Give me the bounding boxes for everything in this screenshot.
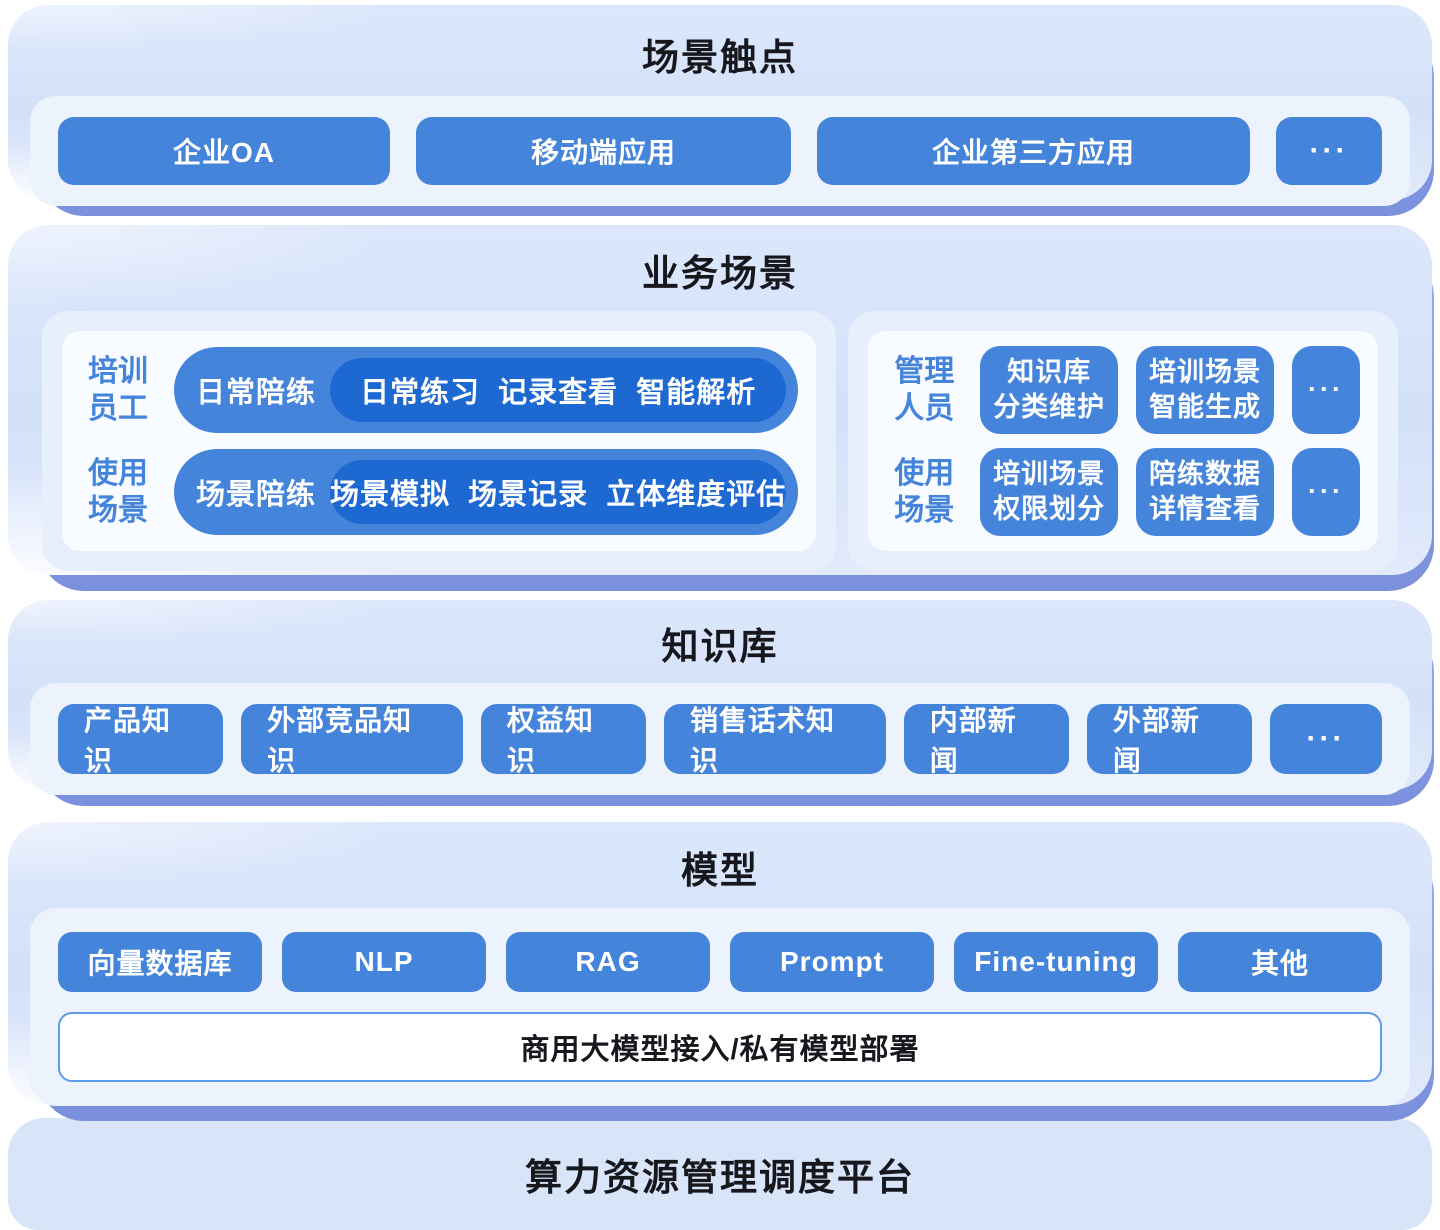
- scene-sparring-pill: 场景陪练 场景模拟 场景记录 立体维度评估: [174, 449, 799, 535]
- scene-permission-button: 培训场景 权限划分: [980, 448, 1119, 536]
- touchpoint-enterprise-oa: 企业OA: [58, 117, 390, 185]
- model-access-bar: 商用大模型接入/私有模型部署: [58, 1012, 1382, 1082]
- daily-sparring-pill: 日常陪练 日常练习 记录查看 智能解析: [174, 347, 799, 433]
- sparring-data-detail-button: 陪练数据 详情查看: [1136, 448, 1274, 536]
- prompt-button: Prompt: [730, 932, 934, 992]
- training-scene-generation-button: 培训场景 智能生成: [1136, 346, 1274, 434]
- employee-scenarios-inner: 培训 员工 日常陪练 日常练习 记录查看 智能解析 使用 场景 场景陪练 场景模…: [62, 331, 817, 551]
- knowledge-title: 知识库: [661, 626, 779, 667]
- internal-news-button: 内部新闻: [903, 704, 1069, 776]
- usage-row-label: 使用 场景: [88, 456, 148, 528]
- business-card: 业务场景 培训 员工 日常陪练 日常练习 记录查看 智能解析 使用 场景 场: [8, 225, 1432, 575]
- manager-more-ellipsis: ···: [1292, 346, 1360, 434]
- model-title: 模型: [681, 850, 759, 891]
- employee-scenarios-subpanel: 培训 员工 日常陪练 日常练习 记录查看 智能解析 使用 场景 场景陪练 场景模…: [42, 311, 837, 571]
- daily-sparring-items: 日常练习 记录查看 智能解析: [330, 358, 787, 422]
- other-model-button: 其他: [1178, 932, 1382, 992]
- manager-scenarios-inner: 管理 人员 知识库 分类维护 培训场景 智能生成 ··· 使用 场景 培训场景 …: [868, 331, 1378, 551]
- scene-sparring-row: 使用 场景 场景陪练 场景模拟 场景记录 立体维度评估: [80, 448, 799, 536]
- section-model: 模型 向量数据库 NLP RAG Prompt Fine-tuning 其他 商…: [8, 822, 1434, 1121]
- section-business-scenarios: 业务场景 培训 员工 日常陪练 日常练习 记录查看 智能解析 使用 场景 场: [8, 225, 1434, 591]
- manager-scenarios-subpanel: 管理 人员 知识库 分类维护 培训场景 智能生成 ··· 使用 场景 培训场景 …: [848, 311, 1398, 571]
- daily-sparring-row: 培训 员工 日常陪练 日常练习 记录查看 智能解析: [80, 346, 799, 434]
- benefit-knowledge-button: 权益知识: [480, 704, 646, 776]
- manager-usage-row-label: 使用 场景: [894, 456, 955, 528]
- product-knowledge-button: 产品知识: [58, 704, 224, 776]
- manager-row-label: 管理 人员: [894, 354, 955, 426]
- scene-sparring-label: 场景陪练: [196, 479, 317, 511]
- knowledge-more-ellipsis: ···: [1269, 704, 1382, 774]
- sales-script-knowledge-button: 销售话术知识: [663, 704, 886, 776]
- touchpoints-card: 场景触点 企业OA 移动端应用 企业第三方应用 ···: [8, 5, 1432, 206]
- section-compute-platform: 算力资源管理调度平台: [8, 1118, 1432, 1230]
- business-panels: 培训 员工 日常陪练 日常练习 记录查看 智能解析 使用 场景 场景陪练 场景模…: [42, 311, 1398, 571]
- business-title: 业务场景: [642, 253, 798, 294]
- touchpoint-third-party-app: 企业第三方应用: [817, 117, 1250, 185]
- model-panel: 向量数据库 NLP RAG Prompt Fine-tuning 其他 商用大模…: [30, 908, 1410, 1106]
- manager-usage-row: 使用 场景 培训场景 权限划分 陪练数据 详情查看 ···: [886, 448, 1360, 536]
- touchpoints-more-ellipsis: ···: [1276, 117, 1382, 185]
- model-card: 模型 向量数据库 NLP RAG Prompt Fine-tuning 其他 商…: [8, 822, 1432, 1106]
- knowledge-card: 知识库 产品知识 外部竞品知识 权益知识 销售话术知识 内部新闻 外部新闻 ··…: [8, 600, 1432, 795]
- rag-button: RAG: [506, 932, 710, 992]
- model-buttons-row: 向量数据库 NLP RAG Prompt Fine-tuning 其他: [58, 932, 1382, 992]
- section-knowledge-base: 知识库 产品知识 外部竞品知识 权益知识 销售话术知识 内部新闻 外部新闻 ··…: [8, 600, 1434, 806]
- compute-platform-title: 算力资源管理调度平台: [525, 1157, 915, 1198]
- knowledge-panel: 产品知识 外部竞品知识 权益知识 销售话术知识 内部新闻 外部新闻 ···: [30, 683, 1410, 795]
- external-news-button: 外部新闻: [1086, 704, 1252, 776]
- daily-sparring-label: 日常陪练: [196, 377, 317, 409]
- manager-usage-more-ellipsis: ···: [1292, 448, 1360, 536]
- fine-tuning-button: Fine-tuning: [954, 932, 1158, 992]
- vector-database-button: 向量数据库: [58, 932, 262, 992]
- touchpoints-title: 场景触点: [642, 37, 798, 78]
- scene-sparring-items: 场景模拟 场景记录 立体维度评估: [330, 460, 787, 524]
- touchpoint-mobile-app: 移动端应用: [416, 117, 791, 185]
- kb-category-maintenance-button: 知识库 分类维护: [980, 346, 1119, 434]
- competitor-knowledge-button: 外部竞品知识: [241, 704, 463, 776]
- employee-row-label: 培训 员工: [88, 354, 148, 426]
- nlp-button: NLP: [282, 932, 486, 992]
- touchpoints-panel: 企业OA 移动端应用 企业第三方应用 ···: [30, 96, 1410, 206]
- manager-row: 管理 人员 知识库 分类维护 培训场景 智能生成 ···: [886, 346, 1360, 434]
- section-touchpoints: 场景触点 企业OA 移动端应用 企业第三方应用 ···: [8, 5, 1434, 216]
